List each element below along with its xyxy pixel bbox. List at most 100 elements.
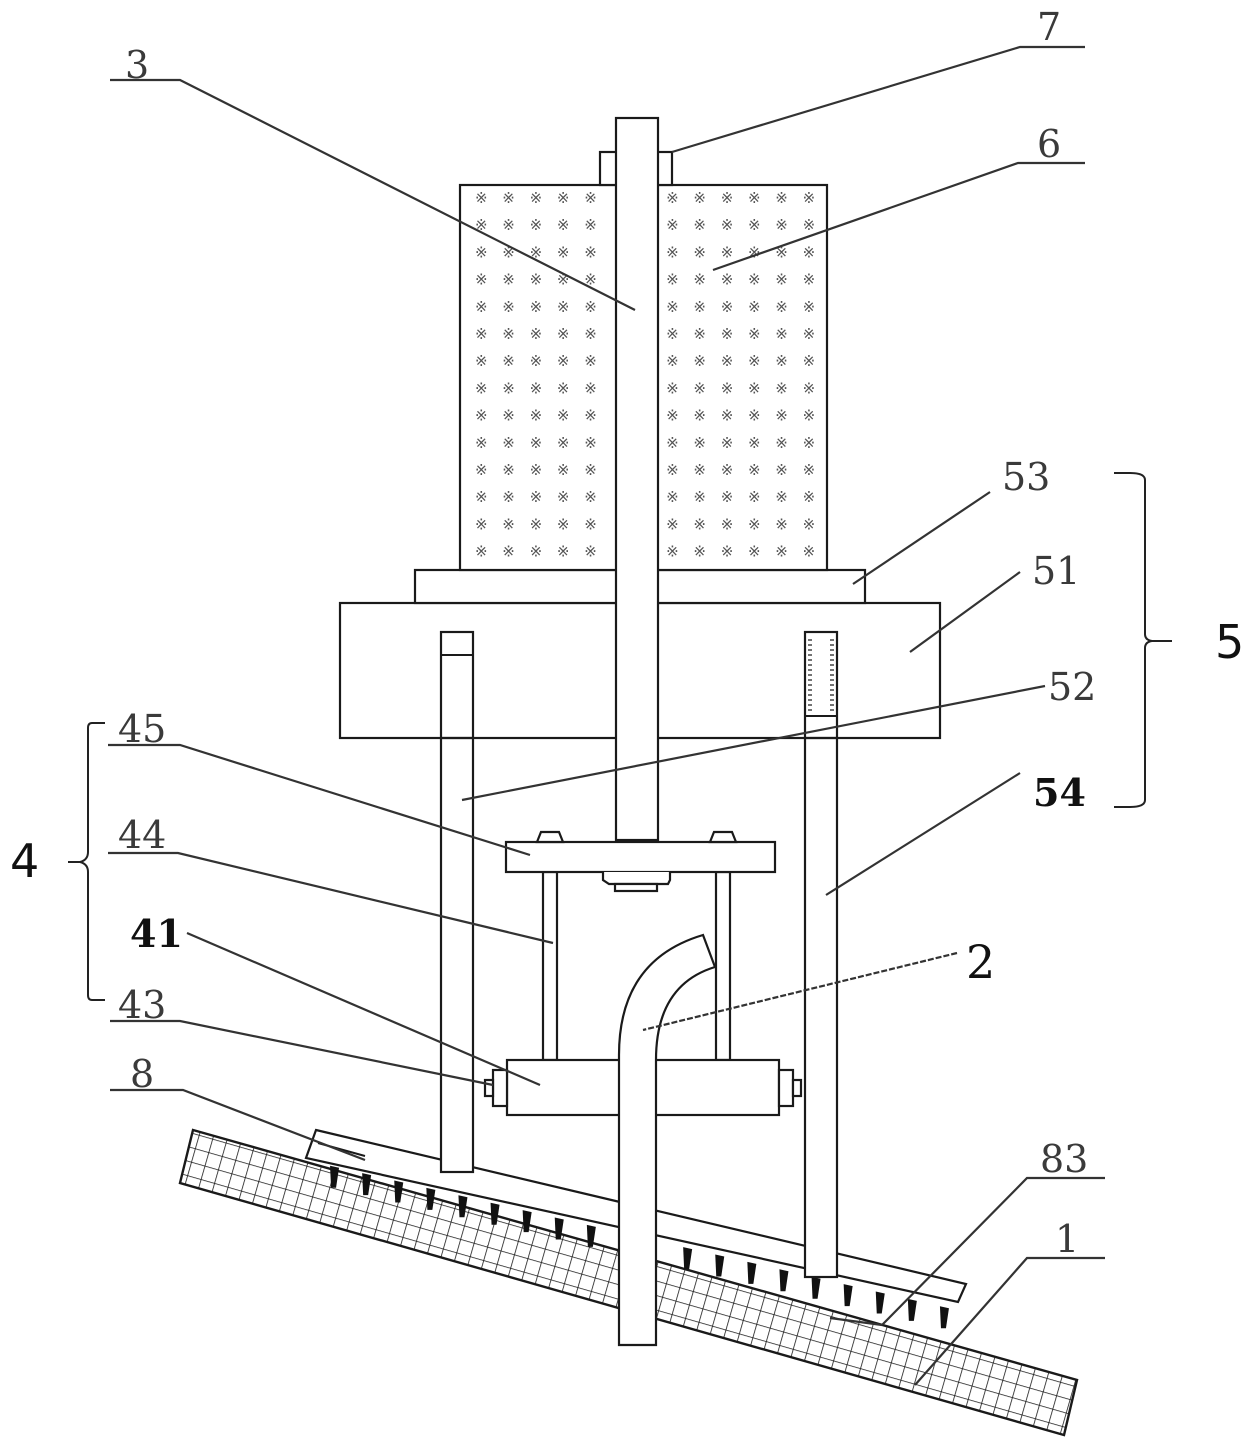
fill-mark: ※: [693, 189, 706, 207]
fill-mark: ※: [775, 325, 788, 343]
fill-mark: ※: [803, 298, 816, 316]
fill-mark: ※: [502, 216, 515, 234]
leader-44: [108, 851, 554, 945]
anchor-nail: [811, 1276, 821, 1299]
leader-lines: [108, 45, 1105, 1386]
lower-washer: [613, 882, 659, 893]
frame-post-right: [714, 870, 732, 1062]
fill-mark: ※: [530, 543, 543, 561]
label-45: 45: [118, 707, 166, 751]
label-6: 6: [1037, 122, 1061, 166]
fill-mark: ※: [721, 352, 734, 370]
anchor-nail: [843, 1284, 853, 1307]
fill-mark: ※: [748, 271, 761, 289]
fill-mark: ※: [748, 379, 761, 397]
anchor-nails: [330, 1165, 949, 1329]
fill-mark: ※: [803, 434, 816, 452]
fill-mark: ※: [775, 379, 788, 397]
fill-mark: ※: [475, 271, 488, 289]
fill-mark: ※: [530, 461, 543, 479]
fill-mark: ※: [666, 488, 679, 506]
fill-mark: ※: [721, 298, 734, 316]
fill-mark: ※: [557, 407, 570, 425]
fill-mark: ※: [666, 515, 679, 533]
fill-mark: ※: [666, 216, 679, 234]
fill-mark: ※: [502, 461, 515, 479]
label-2: 2: [966, 935, 995, 989]
fill-mark: ※: [475, 325, 488, 343]
fill-mark: ※: [748, 434, 761, 452]
fill-mark: ※: [803, 243, 816, 261]
fill-mark: ※: [584, 216, 597, 234]
fill-mark: ※: [475, 434, 488, 452]
weight-box-fill-pattern: ※ ※ ※ ※ ※ ※ ※ ※ ※ ※ ※ ※ ※ ※ ※ ※ ※ ※ ※ ※ ※ ※ ※ ※ ※ ※ ※ ※ ※ ※ ※ ※ ※ ※ ※ ※ ※ ※ ※ ※…: [475, 189, 815, 561]
anchor-nail: [394, 1180, 404, 1203]
fill-mark: ※: [666, 434, 679, 452]
fill-mark: ※: [502, 325, 515, 343]
fill-mark: ※: [530, 488, 543, 506]
anchor-nail: [779, 1269, 789, 1292]
label-41: 41: [130, 911, 183, 956]
fill-mark: ※: [803, 515, 816, 533]
fill-mark: ※: [530, 434, 543, 452]
lower-nut: [601, 872, 672, 886]
fill-mark: ※: [557, 515, 570, 533]
label-group-5: 5: [1215, 615, 1244, 669]
fill-mark: ※: [530, 216, 543, 234]
fill-mark: ※: [666, 189, 679, 207]
fill-mark: ※: [721, 515, 734, 533]
fill-mark: ※: [584, 352, 597, 370]
leader-41: [186, 931, 541, 1087]
fill-mark: ※: [803, 488, 816, 506]
fill-mark: ※: [803, 461, 816, 479]
fill-mark: ※: [530, 298, 543, 316]
fill-mark: ※: [557, 189, 570, 207]
fill-mark: ※: [803, 407, 816, 425]
fill-mark: ※: [666, 325, 679, 343]
fill-mark: ※: [475, 379, 488, 397]
pipe: [617, 933, 717, 1347]
fill-mark: ※: [775, 488, 788, 506]
frame-post-left: [541, 870, 559, 1062]
fill-mark: ※: [584, 189, 597, 207]
fill-mark: ※: [721, 325, 734, 343]
fill-mark: ※: [475, 461, 488, 479]
fill-mark: ※: [666, 379, 679, 397]
fill-mark: ※: [666, 352, 679, 370]
fill-mark: ※: [775, 298, 788, 316]
fill-mark: ※: [666, 407, 679, 425]
group-4-bracket: [79, 722, 105, 1001]
end-cap-left-nub: [483, 1078, 495, 1098]
fill-mark: ※: [693, 216, 706, 234]
fill-mark: ※: [584, 298, 597, 316]
fill-mark: ※: [775, 434, 788, 452]
fill-mark: ※: [557, 461, 570, 479]
fill-mark: ※: [502, 543, 515, 561]
anchor-nail: [330, 1165, 340, 1188]
fill-mark: ※: [584, 543, 597, 561]
fill-mark: ※: [557, 352, 570, 370]
leader-6: [712, 161, 1085, 272]
fill-mark: ※: [502, 434, 515, 452]
fill-mark: ※: [775, 271, 788, 289]
fill-mark: ※: [721, 243, 734, 261]
fill-mark: ※: [475, 189, 488, 207]
fill-mark: ※: [475, 243, 488, 261]
end-cap-right: [777, 1068, 795, 1108]
leader-45: [108, 743, 531, 857]
fill-mark: ※: [584, 379, 597, 397]
leader-83: [881, 1176, 1105, 1326]
fill-mark: ※: [557, 243, 570, 261]
fill-mark: ※: [748, 407, 761, 425]
leader-52: [461, 684, 1046, 802]
fill-mark: ※: [502, 298, 515, 316]
frame-top-plate: [504, 840, 777, 874]
fill-mark: ※: [530, 325, 543, 343]
fill-mark: ※: [584, 407, 597, 425]
fill-mark: ※: [748, 216, 761, 234]
fill-mark: ※: [584, 515, 597, 533]
anchor-nail: [683, 1247, 693, 1270]
fill-mark: ※: [748, 543, 761, 561]
fill-mark: ※: [502, 379, 515, 397]
